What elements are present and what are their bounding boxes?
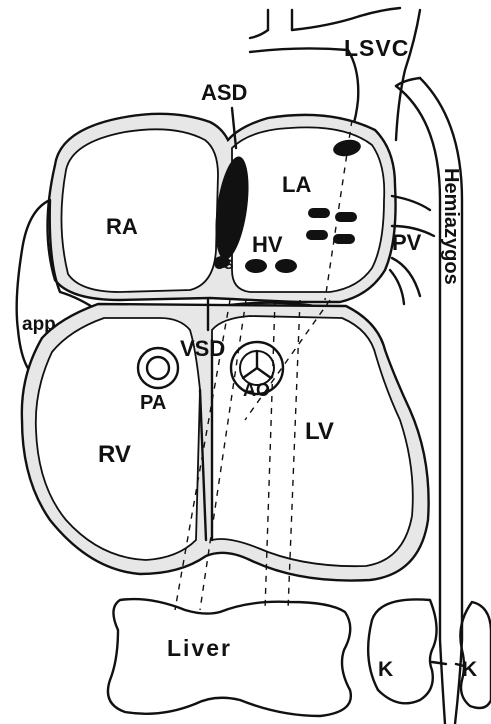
label-ao: AO — [243, 380, 270, 400]
label-hemiazygos: Hemiazygos — [440, 168, 462, 285]
label-lsvc: LSVC — [344, 35, 409, 61]
label-pa: PA — [140, 392, 166, 414]
label-liver: Liver — [167, 635, 232, 661]
kidney-left-shape — [368, 599, 436, 703]
label-vsd: VSD — [180, 336, 225, 361]
label-ra: RA — [106, 214, 138, 239]
label-pv: PV — [392, 230, 422, 255]
label-lv: LV — [305, 418, 334, 445]
label-rv: RV — [98, 441, 131, 468]
label-la: LA — [282, 172, 311, 197]
label-asd: ASD — [201, 80, 247, 105]
renal-veins — [432, 662, 464, 666]
label-kidney-right: K — [462, 658, 477, 681]
kidney-right-shape — [460, 602, 491, 708]
label-app: app — [22, 314, 56, 335]
label-cs: CS — [214, 256, 233, 272]
label-hv: HV — [252, 232, 283, 257]
label-kidney-left: K — [378, 658, 393, 681]
pulmonary-artery-ring — [138, 348, 178, 388]
